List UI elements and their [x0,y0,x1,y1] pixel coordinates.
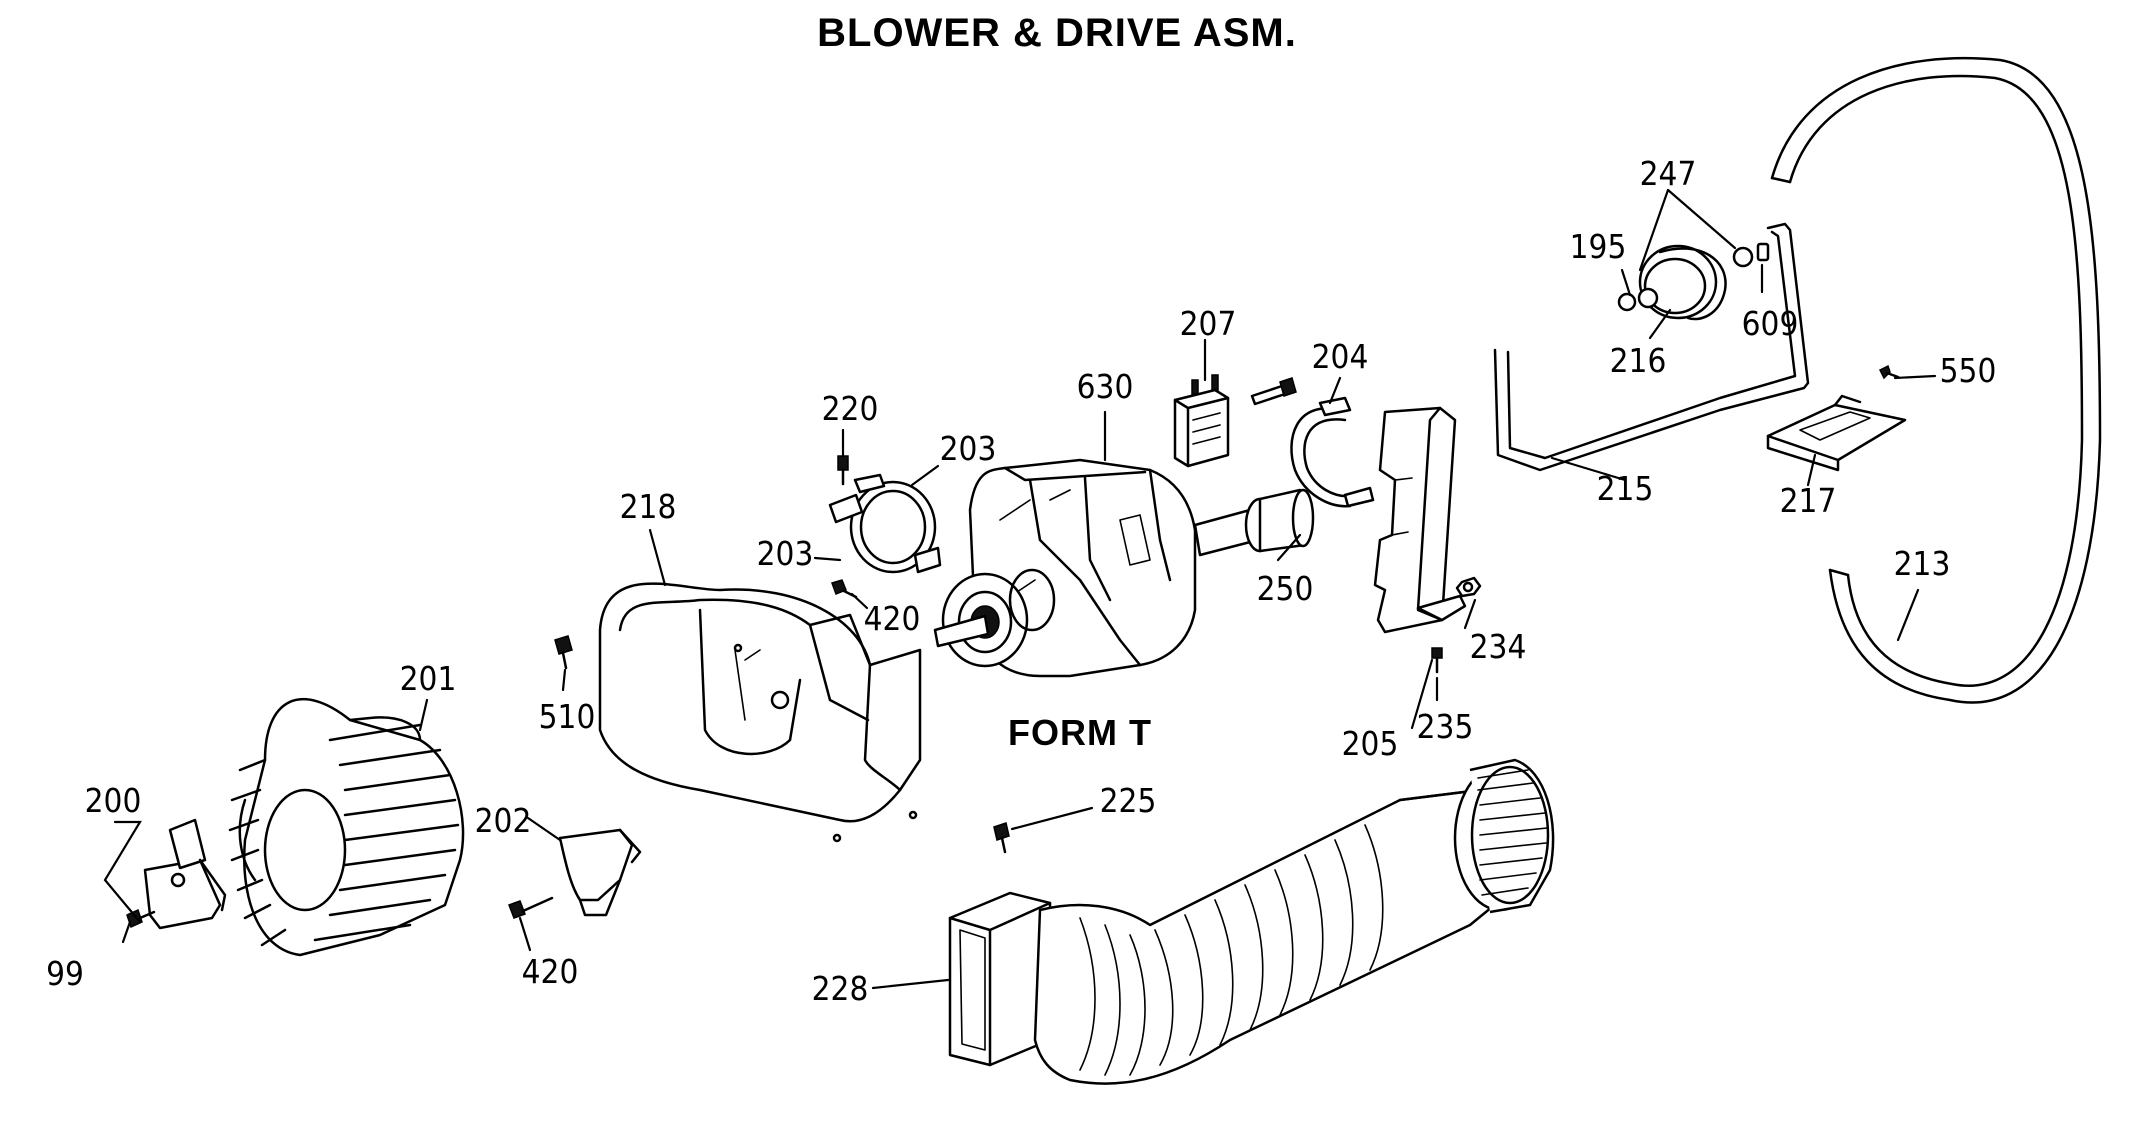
callout-202: 202 [475,801,532,840]
wheel-clip-200 [143,818,227,930]
nut-234 [1455,576,1482,598]
bracket-202 [558,828,642,917]
bracket-217 [1766,394,1907,472]
diagram-title: BLOWER & DRIVE ASM. [817,11,1297,55]
callout-200: 200 [85,781,142,820]
motor-strap-204 [1290,396,1375,508]
callout-234: 234 [1470,627,1527,666]
motor-630 [933,458,1315,678]
callout-216: 216 [1610,341,1667,380]
screw-235 [1431,647,1443,674]
callout-99: 99 [46,954,84,993]
mount-clip-203 [828,473,942,574]
callout-204: 204 [1312,337,1369,376]
callout-250: 250 [1257,569,1314,608]
callout-510: 510 [539,697,596,736]
callout-225: 225 [1100,781,1157,820]
blower-housing-218 [598,582,922,843]
form-label: FORM T [1008,712,1152,753]
callout-228: 228 [812,969,869,1008]
callout-220: 220 [822,389,879,428]
blower-wheel-201 [228,698,465,957]
screw-225 [993,822,1010,854]
exhaust-duct-228 [948,758,1555,1085]
screw-550 [1878,364,1900,380]
callout-205: 205 [1342,724,1399,763]
callout-247: 247 [1640,154,1697,193]
idler-rod-215 [1493,222,1810,472]
callout-215: 215 [1597,469,1654,508]
callout-218: 218 [620,487,677,526]
drive-belt-213 [1770,56,2102,704]
callout-235: 235 [1417,707,1474,746]
screw-510 [554,635,573,670]
switch-207 [1173,374,1230,468]
idler-pulley-216 [1617,242,1770,321]
callout-203-upper: 203 [940,429,997,468]
part-callouts: 247 195 609 216 215 550 217 213 207 204 … [46,154,1996,1008]
screw-420-lower [508,896,554,919]
callout-420-lower: 420 [522,952,579,991]
screw-207 [1250,377,1297,406]
callout-203-lower: 203 [757,534,814,573]
callout-630: 630 [1077,367,1134,406]
callout-207: 207 [1180,304,1237,343]
callout-213: 213 [1894,544,1951,583]
callout-195: 195 [1570,227,1627,266]
leader-lines [103,188,1937,990]
callout-550: 550 [1940,351,1997,390]
motor-bracket-205 [1373,406,1467,634]
callout-201: 201 [400,659,457,698]
callout-420-upper: 420 [864,599,921,638]
callout-217: 217 [1780,481,1837,520]
screw-220 [837,455,849,486]
callout-609: 609 [1742,304,1799,343]
